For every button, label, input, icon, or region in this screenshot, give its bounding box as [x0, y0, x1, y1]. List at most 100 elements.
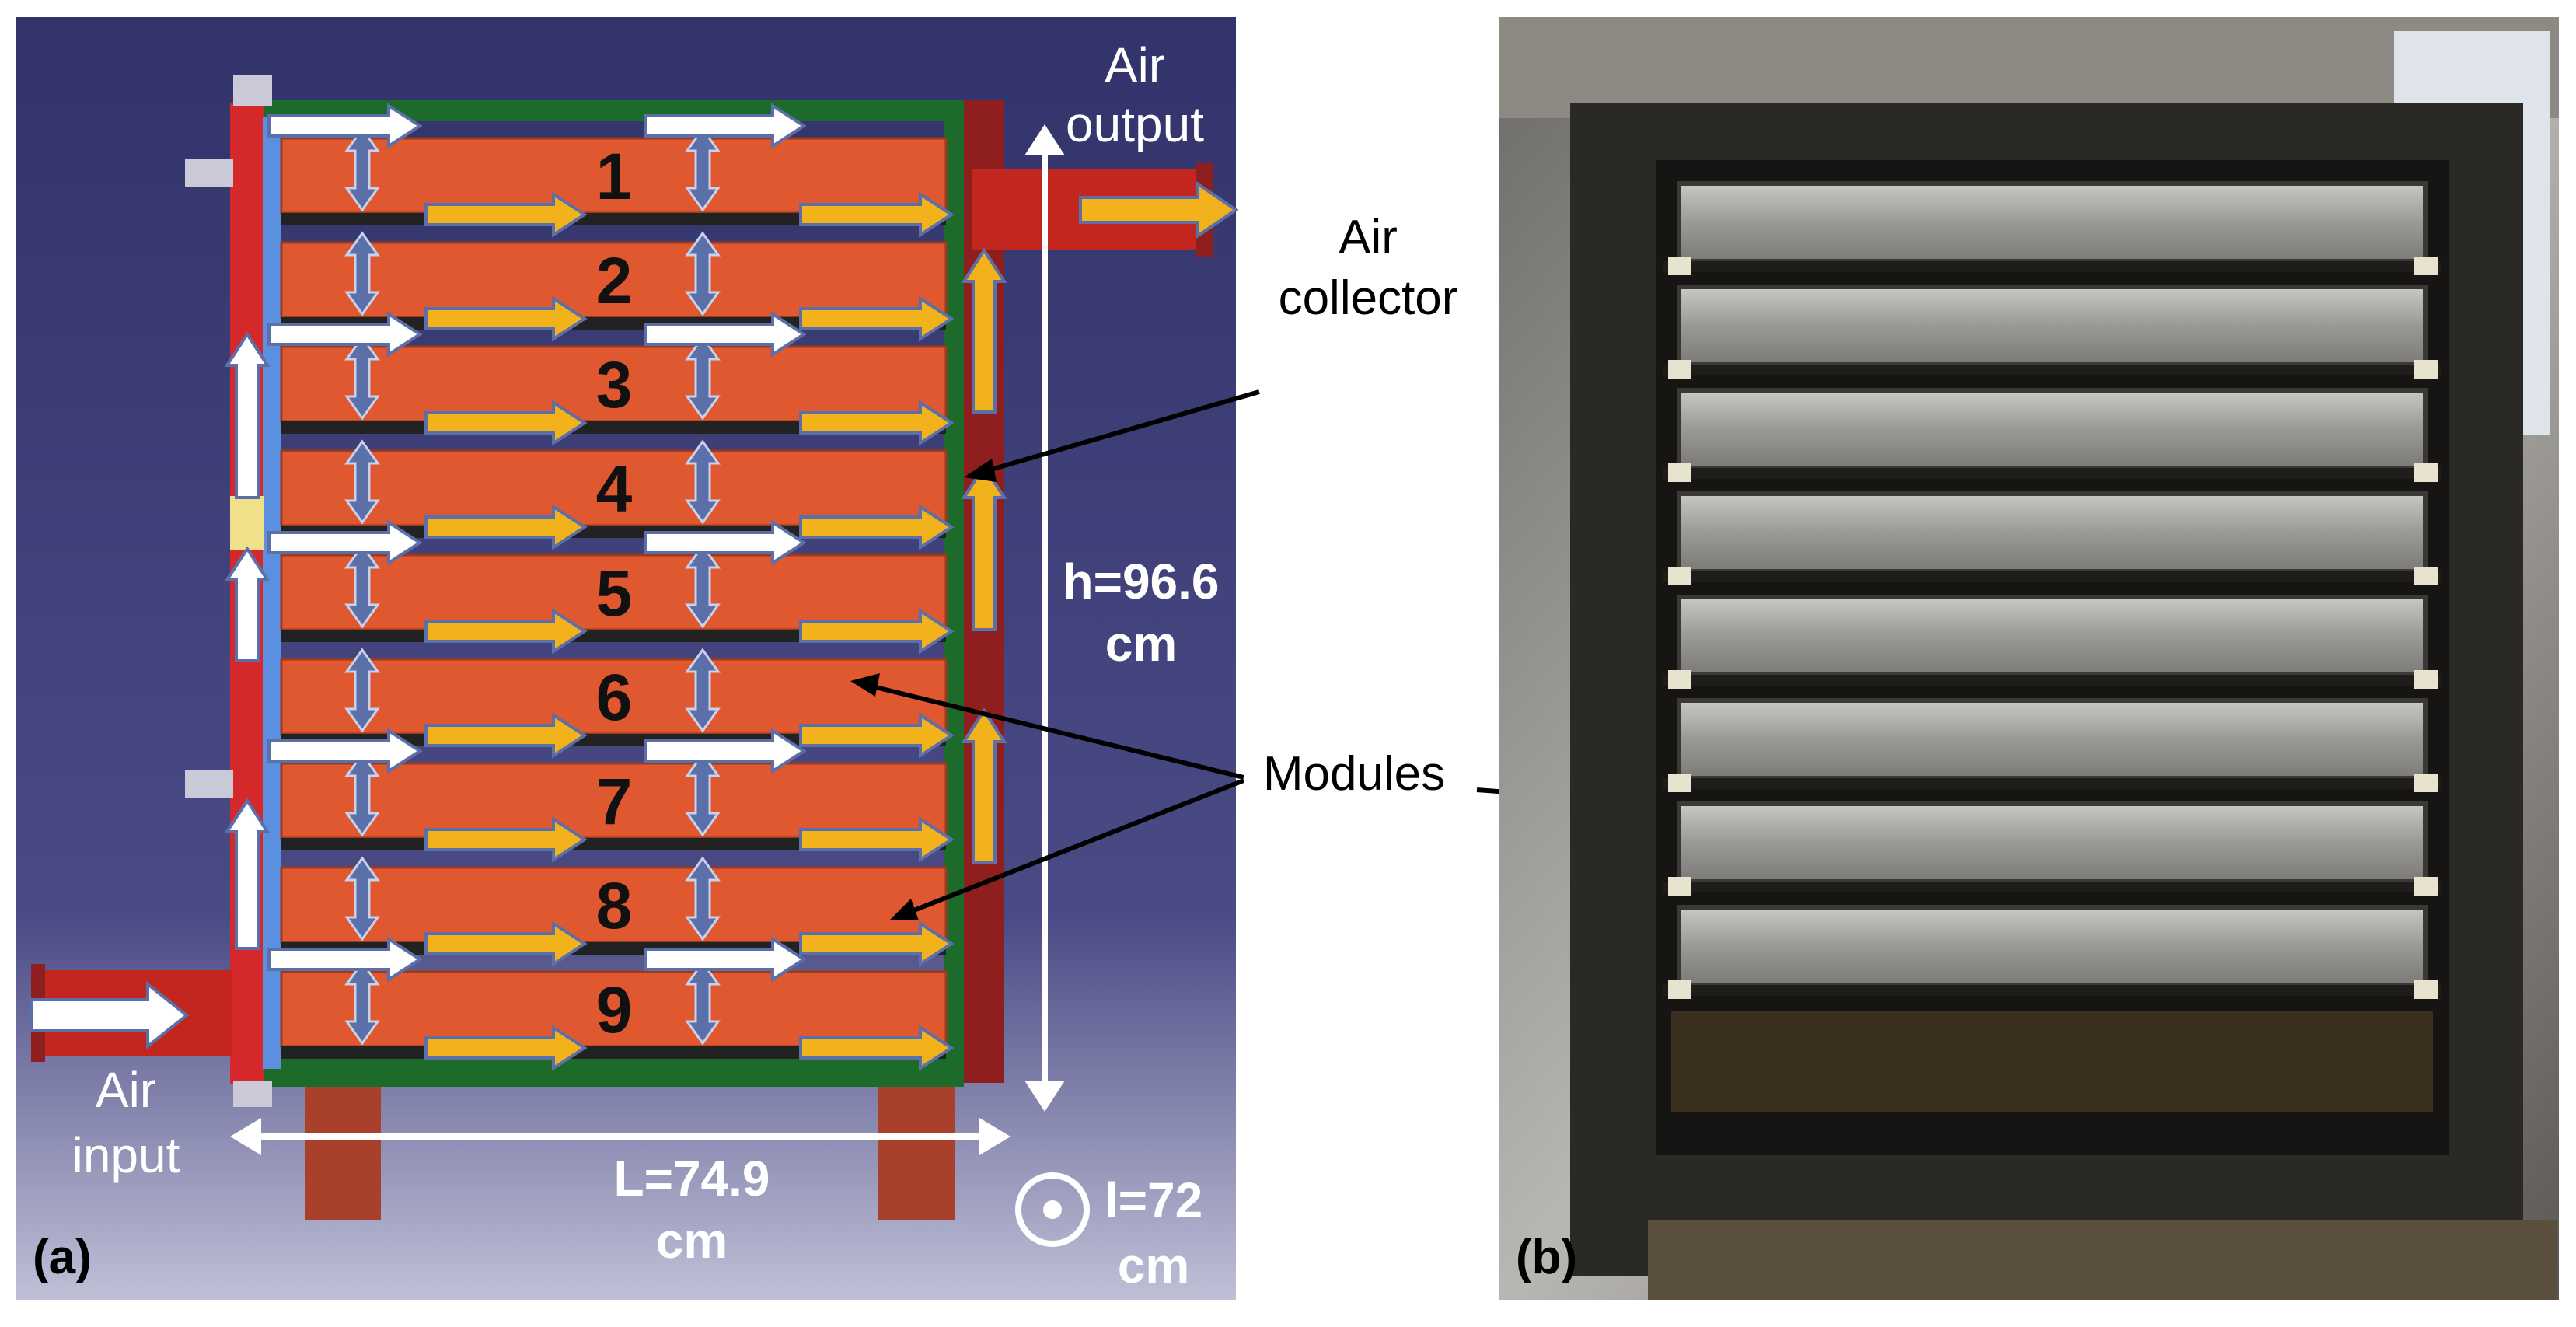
yellow-flow-arrow-right-9 [799, 1025, 955, 1071]
vertical-flow-arrow-right-2 [685, 231, 721, 316]
tray-rail-6 [1663, 778, 2441, 789]
height-dimension [1024, 124, 1065, 1112]
air-output-label-line2: output [1066, 96, 1204, 152]
height-label-line1: h=96.6 [1063, 553, 1219, 609]
vertical-flow-arrow-right-9 [685, 960, 721, 1046]
yellow-flow-arrow-right-7 [799, 816, 955, 863]
tray-rail-4 [1663, 571, 2441, 582]
yellow-flow-arrow-right-1 [799, 191, 955, 238]
module-1 [280, 137, 948, 215]
module-number-1: 1 [596, 140, 633, 213]
tray-clip-right-5 [2414, 670, 2438, 689]
vertical-flow-arrow-left-6 [344, 648, 380, 733]
module-4 [280, 449, 948, 527]
air-collector-label-line2: collector [1279, 271, 1458, 325]
module-3 [280, 345, 948, 423]
tray-clip-left-7 [1668, 877, 1691, 896]
height-label-line2: cm [1105, 616, 1178, 672]
yellow-flow-arrow-left-9 [424, 1025, 588, 1071]
vertical-flow-arrow-right-3 [685, 335, 721, 421]
left-bracket-bottom [185, 770, 233, 798]
yellow-flow-arrow-left-4 [424, 504, 588, 550]
tray-4 [1677, 491, 2428, 574]
tray-clip-left-5 [1668, 670, 1691, 689]
input-riser-arrow-3 [224, 798, 271, 950]
tray-rail-7 [1663, 882, 2441, 892]
air-output-label-line1: Air [1105, 37, 1165, 93]
vertical-flow-arrow-left-8 [344, 856, 380, 941]
vertical-flow-arrow-left-4 [344, 439, 380, 525]
white-flow-arrow-left-3 [267, 311, 423, 358]
tray-clip-right-1 [2414, 257, 2438, 275]
air-input-label-line2: input [72, 1127, 180, 1183]
yellow-flow-arrow-left-3 [424, 400, 588, 446]
vertical-flow-arrow-right-5 [685, 543, 721, 629]
module-number-3: 3 [596, 348, 633, 421]
tray-clip-right-4 [2414, 567, 2438, 585]
tray-clip-right-8 [2414, 980, 2438, 999]
white-flow-arrow-right-1 [644, 103, 807, 149]
tray-3 [1677, 388, 2428, 470]
input-column-blue [263, 117, 281, 1069]
module-number-8: 8 [596, 869, 633, 942]
vertical-flow-arrow-right-4 [685, 439, 721, 525]
left-bracket-top [185, 159, 233, 187]
yellow-flow-arrow-left-2 [424, 295, 588, 342]
air-output-arrow [1079, 180, 1239, 239]
yellow-flow-arrow-left-5 [424, 608, 588, 655]
tray-rail-3 [1663, 468, 2441, 479]
tray-6 [1677, 698, 2428, 780]
tray-clip-right-7 [2414, 877, 2438, 896]
input-flap [230, 496, 264, 550]
depth-label-line2: cm [1118, 1238, 1190, 1294]
module-2 [280, 241, 948, 319]
yellow-flow-arrow-right-3 [799, 400, 955, 446]
vertical-flow-arrow-right-1 [685, 127, 721, 212]
right-leg [878, 1081, 955, 1220]
air-collector-label-line1: Air [1339, 211, 1398, 264]
vertical-flow-arrow-right-7 [685, 752, 721, 837]
white-flow-arrow-right-3 [644, 311, 807, 358]
air-input-label-line1: Air [96, 1062, 156, 1118]
module-9 [280, 970, 948, 1048]
tray-clip-left-2 [1668, 360, 1691, 379]
input-riser-arrow-1 [224, 331, 271, 499]
length-dimension [230, 1118, 1011, 1155]
white-flow-arrow-right-7 [644, 728, 807, 774]
yellow-flow-arrow-left-7 [424, 816, 588, 863]
white-flow-arrow-right-5 [644, 519, 807, 566]
length-label-line1: L=74.9 [613, 1151, 770, 1207]
tray-8 [1677, 905, 2428, 987]
tray-clip-right-6 [2414, 774, 2438, 792]
modules-label: Modules [1263, 747, 1445, 801]
collector-riser-arrow-1 [961, 247, 1007, 414]
tray-5 [1677, 595, 2428, 677]
collector-riser-arrow-3 [961, 707, 1007, 864]
panel-b-tag: (b) [1516, 1231, 1577, 1284]
bottom-corner-block [233, 1081, 272, 1107]
vertical-flow-arrow-left-1 [344, 127, 380, 212]
panel-b: (b) [1499, 17, 2559, 1300]
vertical-flow-arrow-left-3 [344, 335, 380, 421]
yellow-flow-arrow-right-5 [799, 608, 955, 655]
white-flow-arrow-left-5 [267, 519, 423, 566]
yellow-flow-arrow-left-1 [424, 191, 588, 238]
photo-floor-block [1648, 1220, 2557, 1300]
vertical-flow-arrow-left-7 [344, 752, 380, 837]
flow-arrows [224, 103, 1007, 1071]
tray-rail-8 [1663, 985, 2441, 996]
module-number-5: 5 [596, 557, 633, 630]
module-number-9: 9 [596, 973, 633, 1046]
tray-clip-left-6 [1668, 774, 1691, 792]
tray-clip-left-1 [1668, 257, 1691, 275]
tray-clip-left-3 [1668, 463, 1691, 482]
yellow-flow-arrow-right-8 [799, 920, 955, 967]
length-label-line2: cm [656, 1213, 728, 1269]
tray-clip-left-4 [1668, 567, 1691, 585]
vertical-flow-arrow-right-8 [685, 856, 721, 941]
photo-ceiling [1499, 17, 2559, 118]
top-corner-block [233, 75, 272, 106]
bottom-tray [1671, 1011, 2433, 1112]
